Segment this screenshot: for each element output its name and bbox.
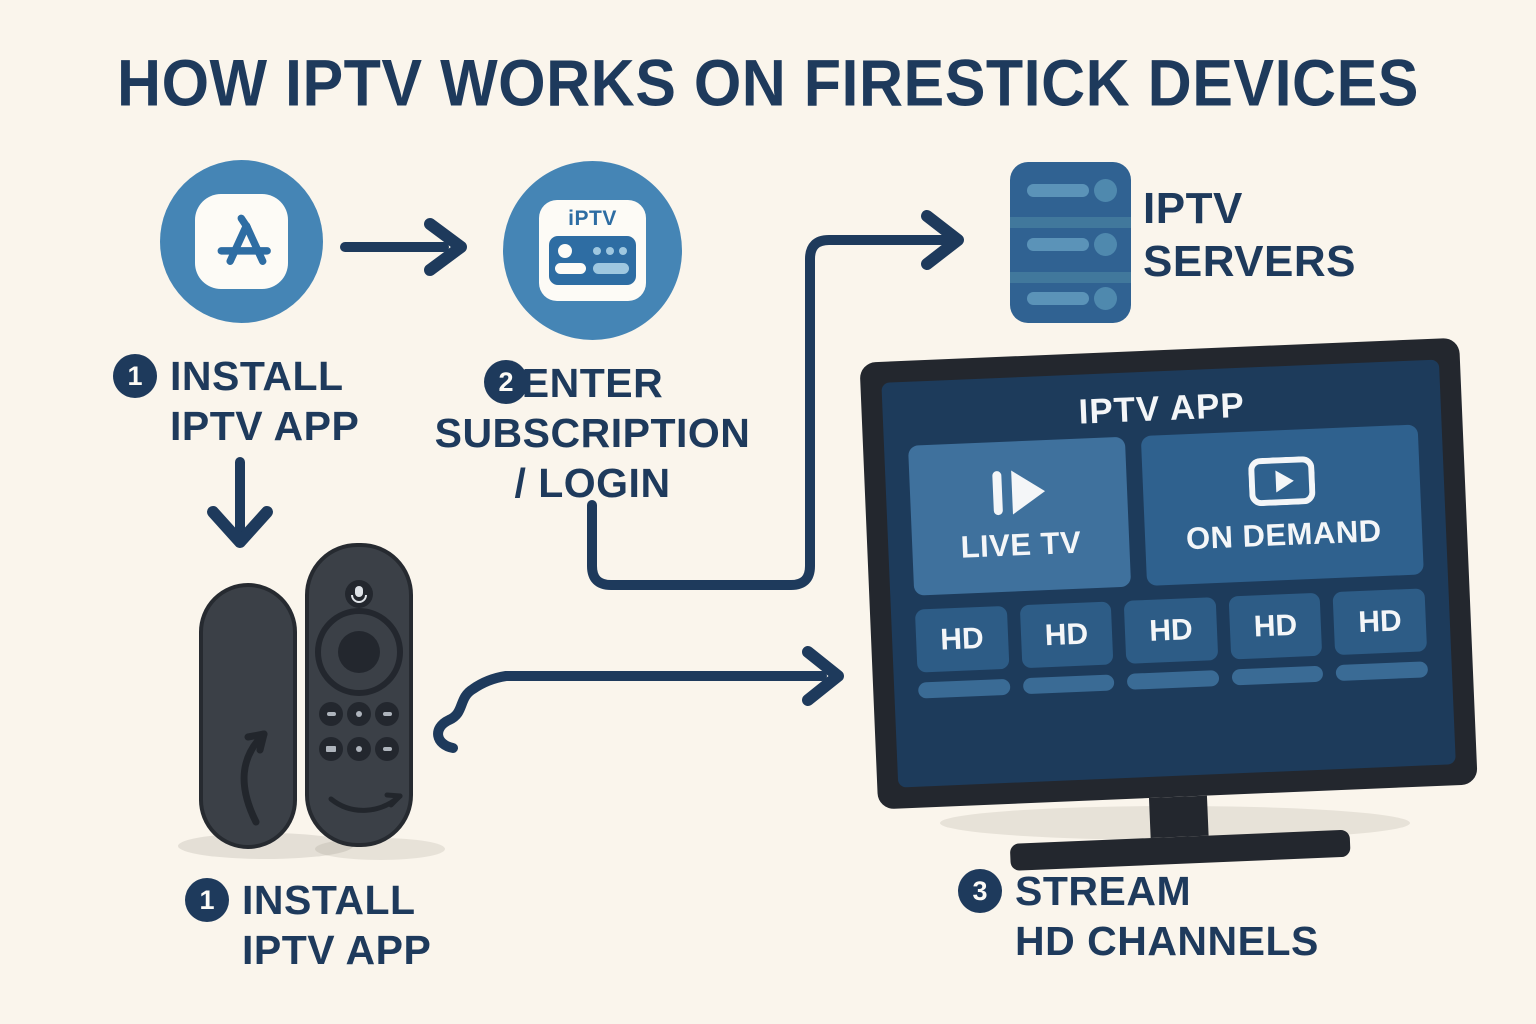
firestick-amazon-swoosh-icon: [240, 730, 268, 826]
server-led-icon: [1094, 179, 1117, 202]
step2-label-line2: SUBSCRIPTION: [434, 410, 751, 456]
subscription-login-icon: iPTV: [503, 161, 682, 340]
remote-device: [305, 543, 413, 847]
firestick-device: [199, 583, 297, 849]
on-demand-label: ON DEMAND: [1185, 513, 1383, 557]
step3-label-line2: HD CHANNELS: [1015, 918, 1319, 964]
tv-screen: IPTV APP LIVE TV ON DE: [881, 359, 1456, 788]
server-row: [1010, 170, 1131, 210]
avatar-body-icon: [555, 263, 586, 274]
server-led-icon: [1094, 233, 1117, 256]
device-step-badge: 1: [185, 878, 229, 922]
hd-tile-bar: [1335, 661, 1429, 682]
appstore-icon: [160, 160, 323, 323]
step2-label: 2 ENTER SUBSCRIPTION / LOGIN: [435, 358, 750, 508]
device-step-label: 1 INSTALL IPTV APP: [185, 875, 431, 975]
tv-stand-base: [1009, 829, 1351, 871]
hd-tile: HD: [1123, 597, 1219, 664]
server-led-icon: [1094, 287, 1117, 310]
on-demand-tile: ON DEMAND: [1141, 424, 1424, 586]
page-title: HOW IPTV WORKS ON FIRESTICK DEVICES: [117, 46, 1419, 120]
password-dot-icon: [619, 247, 627, 255]
servers-label-line2: SERVERS: [1143, 237, 1356, 286]
on-demand-play-icon: [1248, 456, 1315, 507]
hd-tile: HD: [1228, 592, 1323, 660]
step2-label-line1: ENTER: [521, 360, 664, 406]
credential-bar-icon: [593, 263, 629, 274]
servers-label: IPTV SERVERS: [1143, 182, 1356, 288]
device-label-line2: IPTV APP: [242, 927, 432, 973]
hd-channel: HD: [1123, 597, 1220, 690]
live-tv-play-icon: [992, 470, 1045, 516]
server-slot-bar-icon: [1027, 238, 1089, 251]
hd-tile-bar: [1022, 674, 1115, 695]
iptv-card-label: iPTV: [568, 207, 617, 230]
remote-select-button-icon: [338, 631, 380, 673]
password-dot-icon: [593, 247, 601, 255]
appstore-icon-square: [195, 194, 288, 289]
tv-main-tiles: LIVE TV ON DEMAND: [908, 424, 1424, 596]
hd-tile-bar: [917, 678, 1011, 699]
server-slot-bar-icon: [1027, 292, 1089, 305]
server-divider: [1010, 217, 1131, 228]
server-row: [1010, 224, 1131, 264]
step3-label: 3 STREAM HD CHANNELS: [958, 866, 1319, 966]
remote-amazon-smile-icon: [328, 792, 403, 813]
hd-tile-bar: [1126, 670, 1220, 690]
step1-label-line2: IPTV APP: [170, 403, 360, 449]
arrow-step1-to-step2: [340, 218, 467, 276]
hd-channel-row: HD HD HD HD: [914, 588, 1429, 699]
hd-channel: HD: [1228, 592, 1324, 686]
hd-tile-bar: [1231, 665, 1324, 686]
server-row: [1010, 278, 1131, 318]
server-divider: [1010, 272, 1131, 283]
hd-tile: HD: [914, 605, 1010, 673]
tv-device: IPTV APP LIVE TV ON DE: [859, 337, 1481, 877]
live-tv-label: LIVE TV: [959, 524, 1082, 565]
password-dot-icon: [606, 247, 614, 255]
tv-frame: IPTV APP LIVE TV ON DE: [859, 337, 1478, 810]
arrow-device-to-tv: [433, 646, 844, 753]
remote-shadow: [315, 838, 445, 860]
server-slot-bar-icon: [1027, 184, 1089, 197]
device-label-line1: INSTALL: [242, 877, 416, 923]
remote-dpad-ring-icon: [315, 608, 403, 696]
iptv-card: iPTV: [539, 200, 646, 301]
live-tv-tile: LIVE TV: [908, 436, 1132, 596]
hd-channel: HD: [914, 605, 1011, 699]
step1-label: 1 INSTALL IPTV APP: [113, 351, 359, 451]
step2-badge: 2: [484, 360, 528, 404]
step1-label-line1: INSTALL: [170, 353, 344, 399]
hd-channel: HD: [1019, 601, 1115, 695]
step3-badge: 3: [958, 869, 1002, 913]
arrow-step1-down-icon: [207, 457, 273, 548]
server-icon: [1010, 162, 1131, 323]
avatar-head-icon: [558, 244, 572, 258]
servers-label-line1: IPTV: [1143, 184, 1243, 233]
remote-buttons: [319, 702, 399, 761]
tv-stand-neck: [1148, 795, 1209, 839]
hd-channel: HD: [1332, 588, 1429, 682]
login-card-icon: [549, 236, 636, 285]
step2-label-line3: / LOGIN: [514, 460, 671, 506]
step3-label-line1: STREAM: [1015, 868, 1192, 914]
hd-tile: HD: [1019, 601, 1114, 669]
appstore-a-glyph-icon: [217, 214, 271, 265]
hd-tile: HD: [1332, 588, 1428, 656]
step1-badge: 1: [113, 354, 157, 398]
remote-mic-button-icon: [345, 580, 373, 608]
